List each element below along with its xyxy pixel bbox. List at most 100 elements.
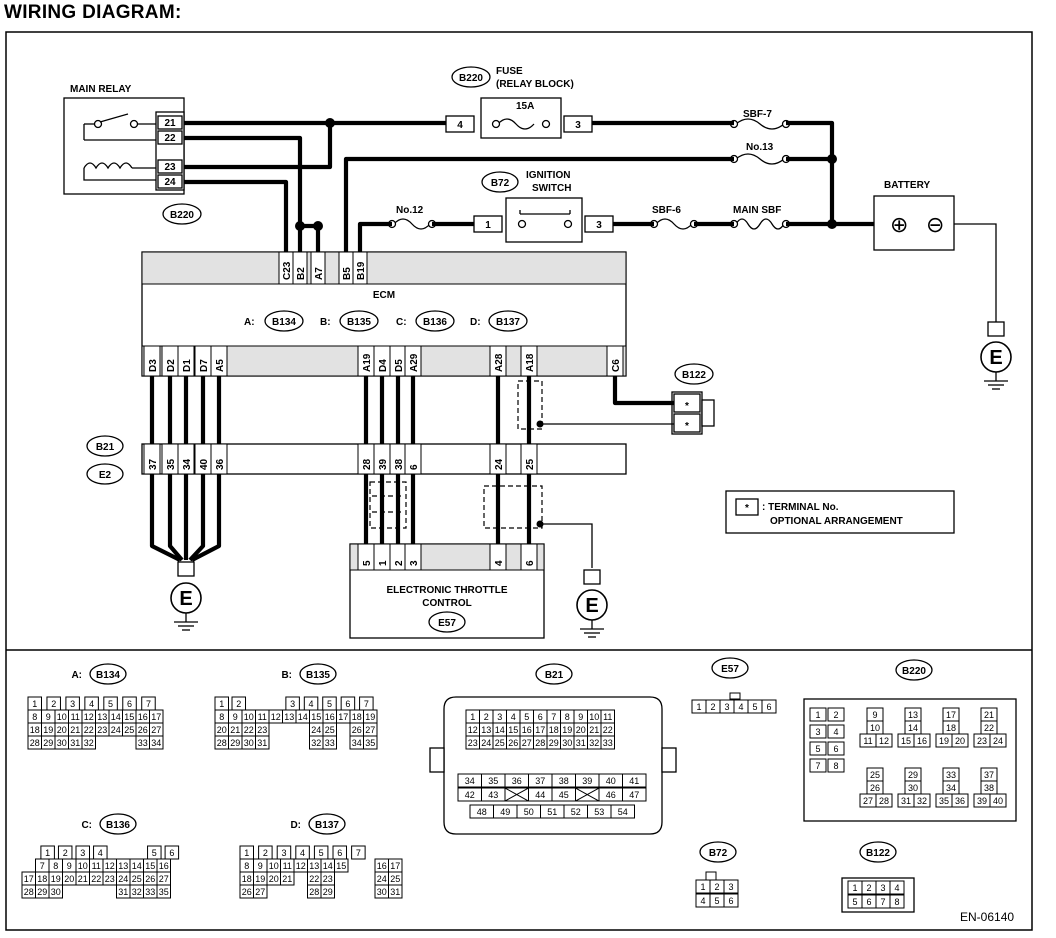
ecm-bottom-pin-a5: A5 xyxy=(215,359,226,372)
table-b21-pin-26: 26 xyxy=(508,738,518,748)
b122-connector: B122 * * xyxy=(671,363,715,435)
table-b135-pin-24: 24 xyxy=(311,725,321,735)
table-b220-pin-25: 25 xyxy=(870,770,880,780)
table-b21-pin-41: 41 xyxy=(629,776,639,786)
table-b21-pin-36: 36 xyxy=(512,776,522,786)
table-b134-pin-6: 6 xyxy=(127,699,132,709)
table-b136-title: B136 xyxy=(106,820,130,831)
table-b220-pin-14: 14 xyxy=(908,723,918,733)
table-b137-pin-17: 17 xyxy=(390,861,400,871)
table-b220-pin-6: 6 xyxy=(833,744,838,754)
table-b136-cell xyxy=(156,884,171,899)
table-b220-cell xyxy=(875,793,893,808)
table-b220-pin-1: 1 xyxy=(815,710,820,720)
table-b220-pin-26: 26 xyxy=(870,783,880,793)
table-b72-pin-3: 3 xyxy=(728,882,733,892)
fuse-connector-label: B220 xyxy=(459,73,483,84)
table-b21-pin-47: 47 xyxy=(629,790,639,800)
table-b134-pin-18: 18 xyxy=(30,725,40,735)
wires xyxy=(149,120,997,568)
ecm-connector-b134: B134 xyxy=(272,317,296,328)
table-b220-cell xyxy=(989,793,1007,808)
table-b134-pin-8: 8 xyxy=(32,712,37,722)
shield-markings xyxy=(369,380,543,529)
table-b21-pin-35: 35 xyxy=(488,776,498,786)
table-b136-pin-5: 5 xyxy=(152,848,157,858)
fuse-pin-4: 4 xyxy=(457,120,463,131)
table-b220-pin-38: 38 xyxy=(984,783,994,793)
table-b72-cell xyxy=(723,879,739,894)
b21-pin-34: 34 xyxy=(182,458,193,470)
table-b135-pin-5: 5 xyxy=(327,699,332,709)
table-b220-cell xyxy=(809,758,827,773)
ecm-bottom-pin-d4: D4 xyxy=(378,359,389,372)
table-b135-pin-34: 34 xyxy=(352,738,362,748)
table-b21-cell xyxy=(622,773,647,788)
table-b220-pin-2: 2 xyxy=(833,710,838,720)
table-b135-pin-8: 8 xyxy=(219,712,224,722)
table-b220-pin-16: 16 xyxy=(917,736,927,746)
table-b72-pin-6: 6 xyxy=(728,896,733,906)
table-b137-pin-28: 28 xyxy=(309,887,319,897)
table-b135-pin-32: 32 xyxy=(311,738,321,748)
table-b137-pin-23: 23 xyxy=(323,874,333,884)
ecm-bottom-pin-c6: C6 xyxy=(611,359,622,372)
table-b134-pin-27: 27 xyxy=(151,725,161,735)
etc-pin-6: 6 xyxy=(525,560,536,566)
table-b21-pin-32: 32 xyxy=(589,738,599,748)
ecm-group-b: B: xyxy=(320,317,331,328)
table-b136-pin-12: 12 xyxy=(105,861,115,871)
table-b21-pin-28: 28 xyxy=(535,738,545,748)
table-b136-pin-13: 13 xyxy=(118,861,128,871)
table-b136-pin-6: 6 xyxy=(169,848,174,858)
table-b220-cell xyxy=(827,758,845,773)
table-b137-cell xyxy=(351,845,366,860)
b122-label: B122 xyxy=(682,370,706,381)
ecm-label: ECM xyxy=(373,290,395,301)
table-b220-pin-39: 39 xyxy=(977,796,987,806)
ecm-bottom-pin-d1: D1 xyxy=(182,359,193,372)
table-b134-pin-1: 1 xyxy=(32,699,37,709)
table-b21-pin-53: 53 xyxy=(594,807,604,817)
table-b137-pin-25: 25 xyxy=(390,874,400,884)
ecm-top-pin-c23: C23 xyxy=(282,261,293,280)
table-b135-cell xyxy=(255,735,270,750)
table-b137-pin-3: 3 xyxy=(281,848,286,858)
table-b21-pin-45: 45 xyxy=(559,790,569,800)
table-b137-cell xyxy=(334,858,349,873)
ecm-connector-b135: B135 xyxy=(347,317,371,328)
table-b134-pin-13: 13 xyxy=(97,712,107,722)
table-b220-pin-13: 13 xyxy=(908,710,918,720)
table-b137-cell xyxy=(280,871,295,886)
etc-pin-5: 5 xyxy=(362,560,373,566)
table-b135-pin-25: 25 xyxy=(325,725,335,735)
table-b135-pin-11: 11 xyxy=(258,712,267,722)
table-b135-pin-10: 10 xyxy=(244,712,254,722)
table-b137-pin-18: 18 xyxy=(242,874,252,884)
table-b135-pin-22: 22 xyxy=(244,725,254,735)
table-b21-pin-20: 20 xyxy=(576,725,586,735)
etc-connector-label: E57 xyxy=(438,618,456,629)
table-b220-pin-4: 4 xyxy=(833,727,838,737)
table-b220-pin-5: 5 xyxy=(815,744,820,754)
b21-pin-38: 38 xyxy=(394,458,405,470)
document-code: EN-06140 xyxy=(960,910,1015,924)
table-b137-pin-8: 8 xyxy=(244,861,249,871)
table-b136-pin-25: 25 xyxy=(132,874,142,884)
table-b134-pin-2: 2 xyxy=(51,699,56,709)
table-b220-pin-12: 12 xyxy=(879,736,889,746)
table-b134-pin-9: 9 xyxy=(46,712,51,722)
ecm-connector-b137: B137 xyxy=(496,317,520,328)
table-b136-pin-7: 7 xyxy=(40,861,45,871)
b21-pin-28: 28 xyxy=(362,458,373,470)
table-b21-pin-10: 10 xyxy=(589,712,599,722)
b21-pin-24: 24 xyxy=(494,458,505,470)
table-b21-pin-5: 5 xyxy=(524,712,529,722)
table-b134-pin-23: 23 xyxy=(97,725,107,735)
table-b220-pin-29: 29 xyxy=(908,770,918,780)
main-relay: MAIN RELAY 21 22 23 24 B220 xyxy=(63,84,202,225)
table-b134-pin-10: 10 xyxy=(57,712,67,722)
table-b137-pin-7: 7 xyxy=(356,848,361,858)
